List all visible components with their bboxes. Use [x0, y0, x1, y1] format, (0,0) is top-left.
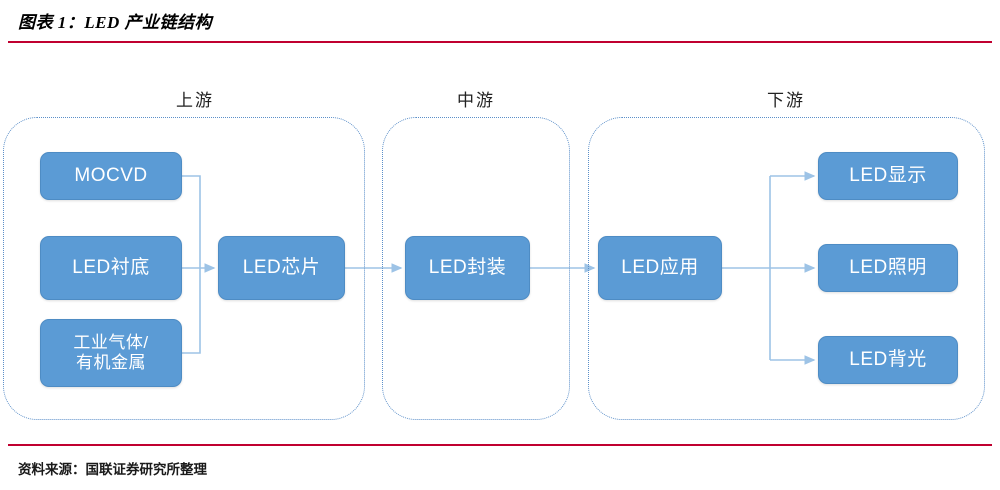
node-led-display[interactable]: LED显示	[818, 152, 958, 200]
source-note: 资料来源：国联证券研究所整理	[18, 462, 207, 477]
node-led-application[interactable]: LED应用	[598, 236, 722, 300]
edge-gas-chip	[182, 268, 201, 354]
edge-mocvd-chip	[182, 175, 201, 268]
node-led-substrate-label: LED衬底	[72, 256, 150, 278]
node-led-package[interactable]: LED封装	[405, 236, 530, 300]
node-led-substrate[interactable]: LED衬底	[40, 236, 182, 300]
node-gas-label-line2: 有机金属	[76, 353, 146, 372]
node-led-lighting[interactable]: LED照明	[818, 244, 958, 292]
stage-label-downstream: 下游	[767, 91, 805, 110]
node-led-chip[interactable]: LED芯片	[218, 236, 345, 300]
title-divider-rule	[8, 41, 992, 43]
node-industrial-gas-metalorganic[interactable]: 工业气体/ 有机金属	[40, 319, 182, 387]
stage-panel-midstream	[382, 117, 570, 420]
node-led-display-label: LED显示	[849, 164, 927, 186]
node-led-backlight-label: LED背光	[849, 348, 927, 370]
source-divider-rule	[8, 444, 992, 446]
stage-panel-upstream	[3, 117, 365, 420]
node-led-application-label: LED应用	[621, 256, 699, 278]
connector-layer	[182, 171, 816, 365]
node-led-lighting-label: LED照明	[849, 256, 927, 278]
node-gas-label-line1: 工业气体/	[73, 332, 149, 352]
figure-title: 图表 1：LED 产业链结构	[18, 13, 212, 32]
node-led-package-label: LED封装	[428, 256, 507, 278]
stage-panel-downstream	[588, 117, 985, 420]
node-mocvd[interactable]: MOCVD	[40, 152, 182, 200]
node-led-chip-label: LED芯片	[242, 256, 321, 278]
stage-label-midstream: 中游	[457, 91, 495, 110]
node-mocvd-label: MOCVD	[74, 164, 148, 186]
stage-label-upstream: 上游	[176, 91, 214, 110]
led-value-chain-diagram: 上游 MOCVD LED衬底 工业气体/ 有机金属 LED芯片 中游 LED封装…	[0, 48, 1000, 440]
node-led-backlight[interactable]: LED背光	[818, 336, 958, 384]
